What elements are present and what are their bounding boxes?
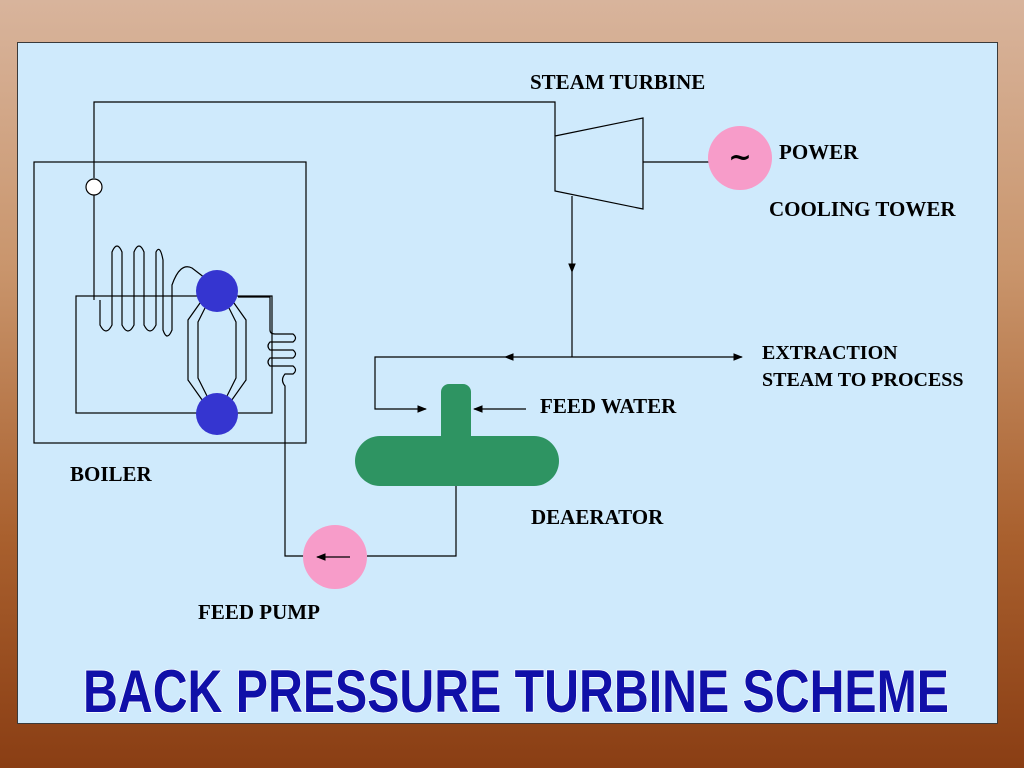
boiler-steam-outlet <box>85 178 103 196</box>
label-feed-water: FEED WATER <box>540 394 677 418</box>
mud-drum <box>196 393 238 435</box>
label-deaerator: DEAERATOR <box>531 505 664 529</box>
label-extraction-line2: STEAM TO PROCESS <box>762 369 964 391</box>
label-power: POWER <box>779 140 859 164</box>
economizer-coil <box>238 296 305 557</box>
deaerator-steam-line <box>374 356 505 413</box>
label-boiler: BOILER <box>70 462 153 486</box>
deaerator-tank <box>355 436 559 486</box>
generator-symbol: ~ <box>728 140 751 173</box>
boiler-tubes <box>187 295 247 405</box>
main-steam-line <box>93 101 556 178</box>
slide-canvas <box>17 42 998 724</box>
label-steam-turbine: STEAM TURBINE <box>530 70 705 94</box>
label-feed-pump: FEED PUMP <box>198 600 320 624</box>
steam-turbine <box>554 117 644 210</box>
label-extraction-line1: EXTRACTION <box>762 342 898 364</box>
deaerator-column <box>441 384 471 444</box>
page-title: BACK PRESSURE TURBINE SCHEME <box>83 658 949 725</box>
superheater-coil <box>99 245 206 337</box>
steam-drum <box>196 270 238 312</box>
label-cooling-tower: COOLING TOWER <box>769 197 956 221</box>
boiler-outer-box <box>33 161 307 444</box>
boiler-inner-box <box>75 295 273 414</box>
deaerator-outlet-line <box>367 486 457 557</box>
generator <box>708 126 772 190</box>
